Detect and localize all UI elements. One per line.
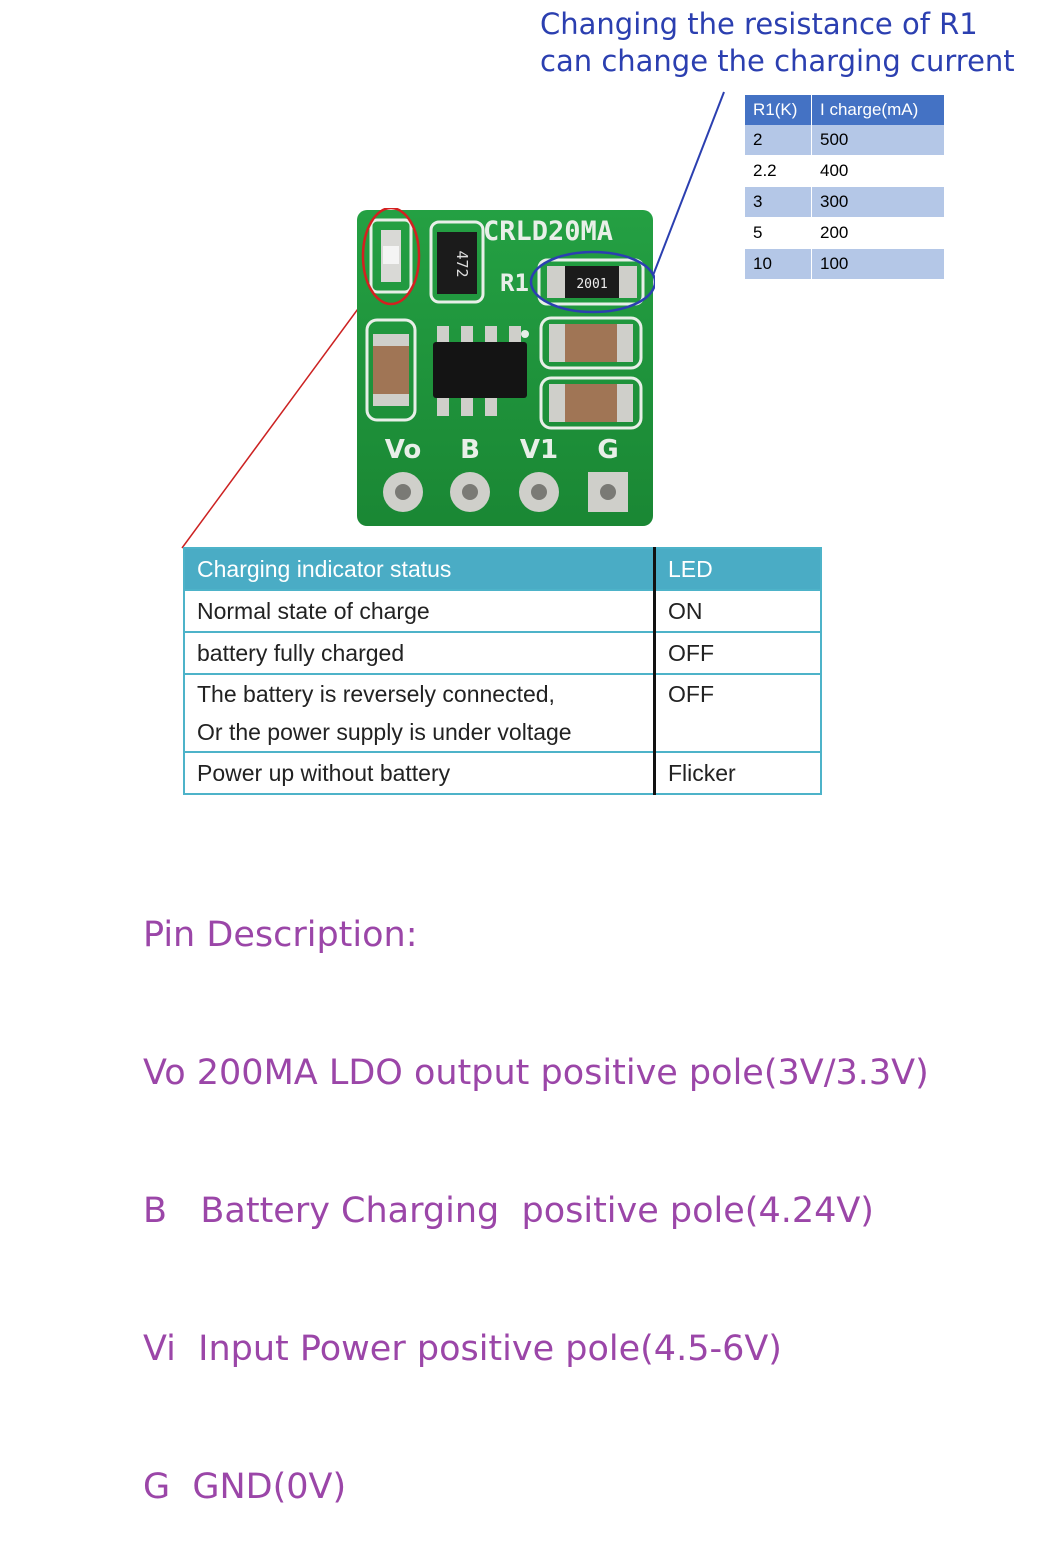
r1-note: Changing the resistance of R1 can change… [540, 6, 1045, 80]
current-value: 300 [811, 186, 944, 218]
pin-label-vo: Vo [385, 435, 422, 465]
table-row: 10 100 [745, 248, 944, 280]
current-header: I charge(mA) [811, 95, 944, 125]
board-model-label: CRLD20MA [483, 216, 613, 247]
table-row: Normal state of charge ON [183, 589, 822, 633]
r1-value: 2 [745, 125, 812, 156]
led-state: Flicker [653, 751, 822, 795]
table-row: 2.2 400 [745, 155, 944, 187]
table-row: battery fully charged OFF [183, 631, 822, 675]
status-text: battery fully charged [183, 631, 656, 675]
r1-resistor-code: 2001 [576, 277, 607, 292]
blue-leader-line [651, 91, 725, 279]
led-header: LED [653, 547, 822, 591]
table-row: The battery is reversely connected, Or t… [183, 673, 822, 753]
pin-description: Pin Description: Vo 200MA LDO output pos… [143, 820, 929, 1556]
r1-value: 3 [745, 186, 812, 218]
pin-label-b: B [460, 435, 480, 465]
r1-value: 2.2 [745, 155, 812, 187]
annotation-overlay [181, 91, 725, 549]
current-value: 100 [811, 248, 944, 280]
pin-label-g: G [597, 435, 618, 465]
led-state: OFF [653, 673, 822, 753]
pin-desc-g: G GND(0V) [143, 1467, 347, 1507]
status-line1: The battery is reversely connected, [197, 681, 555, 707]
led-state: OFF [653, 631, 822, 675]
ic-chip-icon [433, 342, 527, 398]
r1-header: R1(K) [745, 95, 812, 125]
pin-desc-vi: Vi Input Power positive pole(4.5-6V) [143, 1329, 782, 1369]
r1-value: 10 [745, 248, 812, 280]
status-header: Charging indicator status [183, 547, 656, 591]
current-value: 200 [811, 217, 944, 249]
led-outline [369, 218, 413, 294]
status-text: The battery is reversely connected, Or t… [183, 673, 656, 753]
status-line2: Or the power supply is under voltage [197, 719, 572, 745]
table-row: 5 200 [745, 217, 944, 249]
pin-label-v1: V1 [520, 435, 558, 465]
table-row: Power up without battery Flicker [183, 751, 822, 795]
resistor-472-icon [437, 232, 477, 294]
r1-note-line1: Changing the resistance of R1 [540, 7, 978, 41]
pin-desc-vo: Vo 200MA LDO output positive pole(3V/3.3… [143, 1053, 929, 1093]
r1-current-table: R1(K) I charge(mA) 2 500 2.2 400 3 300 5… [745, 95, 944, 280]
pin-description-title: Pin Description: [143, 915, 418, 955]
side-resistor-code: 472 [453, 250, 471, 277]
pin-desc-b: B Battery Charging positive pole(4.24V) [143, 1191, 874, 1231]
current-value: 500 [811, 125, 944, 156]
r1-resistor-icon [565, 266, 619, 298]
table-row: 3 300 [745, 186, 944, 218]
status-text: Normal state of charge [183, 589, 656, 633]
pcb-board: 472 CRLD20MA R1 2001 Vo B V1 G [357, 208, 655, 526]
status-text: Power up without battery [183, 751, 656, 795]
charging-status-table: Charging indicator status LED Normal sta… [183, 547, 822, 795]
r1-value: 5 [745, 217, 812, 249]
r1-note-line2: can change the charging current [540, 44, 1015, 78]
red-leader-line [181, 297, 367, 549]
table-row: 2 500 [745, 125, 944, 156]
current-value: 400 [811, 155, 944, 187]
r1-highlight-circle [529, 250, 655, 314]
led-state: ON [653, 589, 822, 633]
led-highlight-circle [361, 208, 421, 306]
r1-silk-label: R1 [500, 269, 529, 297]
